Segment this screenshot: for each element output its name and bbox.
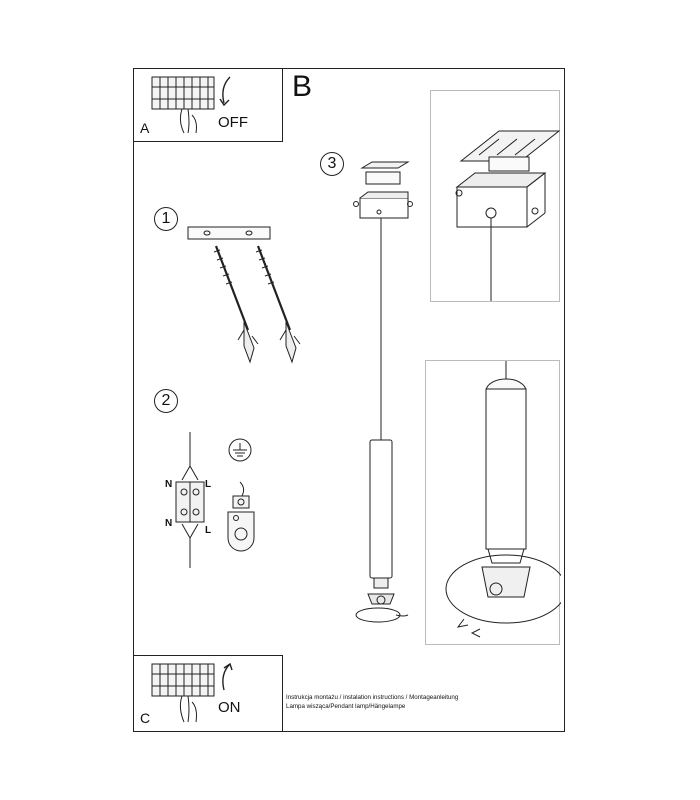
step-2-badge: 2: [154, 389, 178, 413]
wire-l-top-label: L: [205, 479, 212, 490]
section-b-letter: B: [292, 70, 313, 103]
wire-l-bottom-label: L: [205, 525, 212, 536]
step-3-badge: 3: [320, 152, 344, 176]
footer-text: Instrukcja montażu / instalation instruc…: [286, 693, 458, 711]
breaker-off-icon: [151, 76, 231, 134]
panel-c-letter: C: [140, 710, 151, 726]
detail-bulb-rotation: [425, 360, 561, 645]
panel-c-power-on: C ON: [133, 655, 283, 732]
canopy-closeup-illustration: [455, 130, 561, 301]
wire-n-bottom-label: N: [165, 518, 173, 529]
wire-n-top-label: N: [165, 479, 173, 490]
bulb-rotation-illustration: [445, 361, 561, 638]
detail-canopy-closeup: [430, 90, 561, 302]
breaker-on-icon: [151, 662, 233, 723]
panel-a-power-off: A OFF: [133, 68, 283, 142]
panel-c-state-label: ON: [218, 699, 241, 716]
footer-instructions-title: Instrukcja montażu / instalation instruc…: [286, 694, 459, 701]
footer-product-name: Lampa wisząca/Pendant lamp/Hängelampe: [286, 703, 406, 710]
panel-a-state-label: OFF: [218, 114, 248, 131]
panel-a-letter: A: [140, 120, 150, 136]
step-1-badge: 1: [154, 207, 178, 231]
instruction-sheet-frame: [133, 68, 565, 732]
